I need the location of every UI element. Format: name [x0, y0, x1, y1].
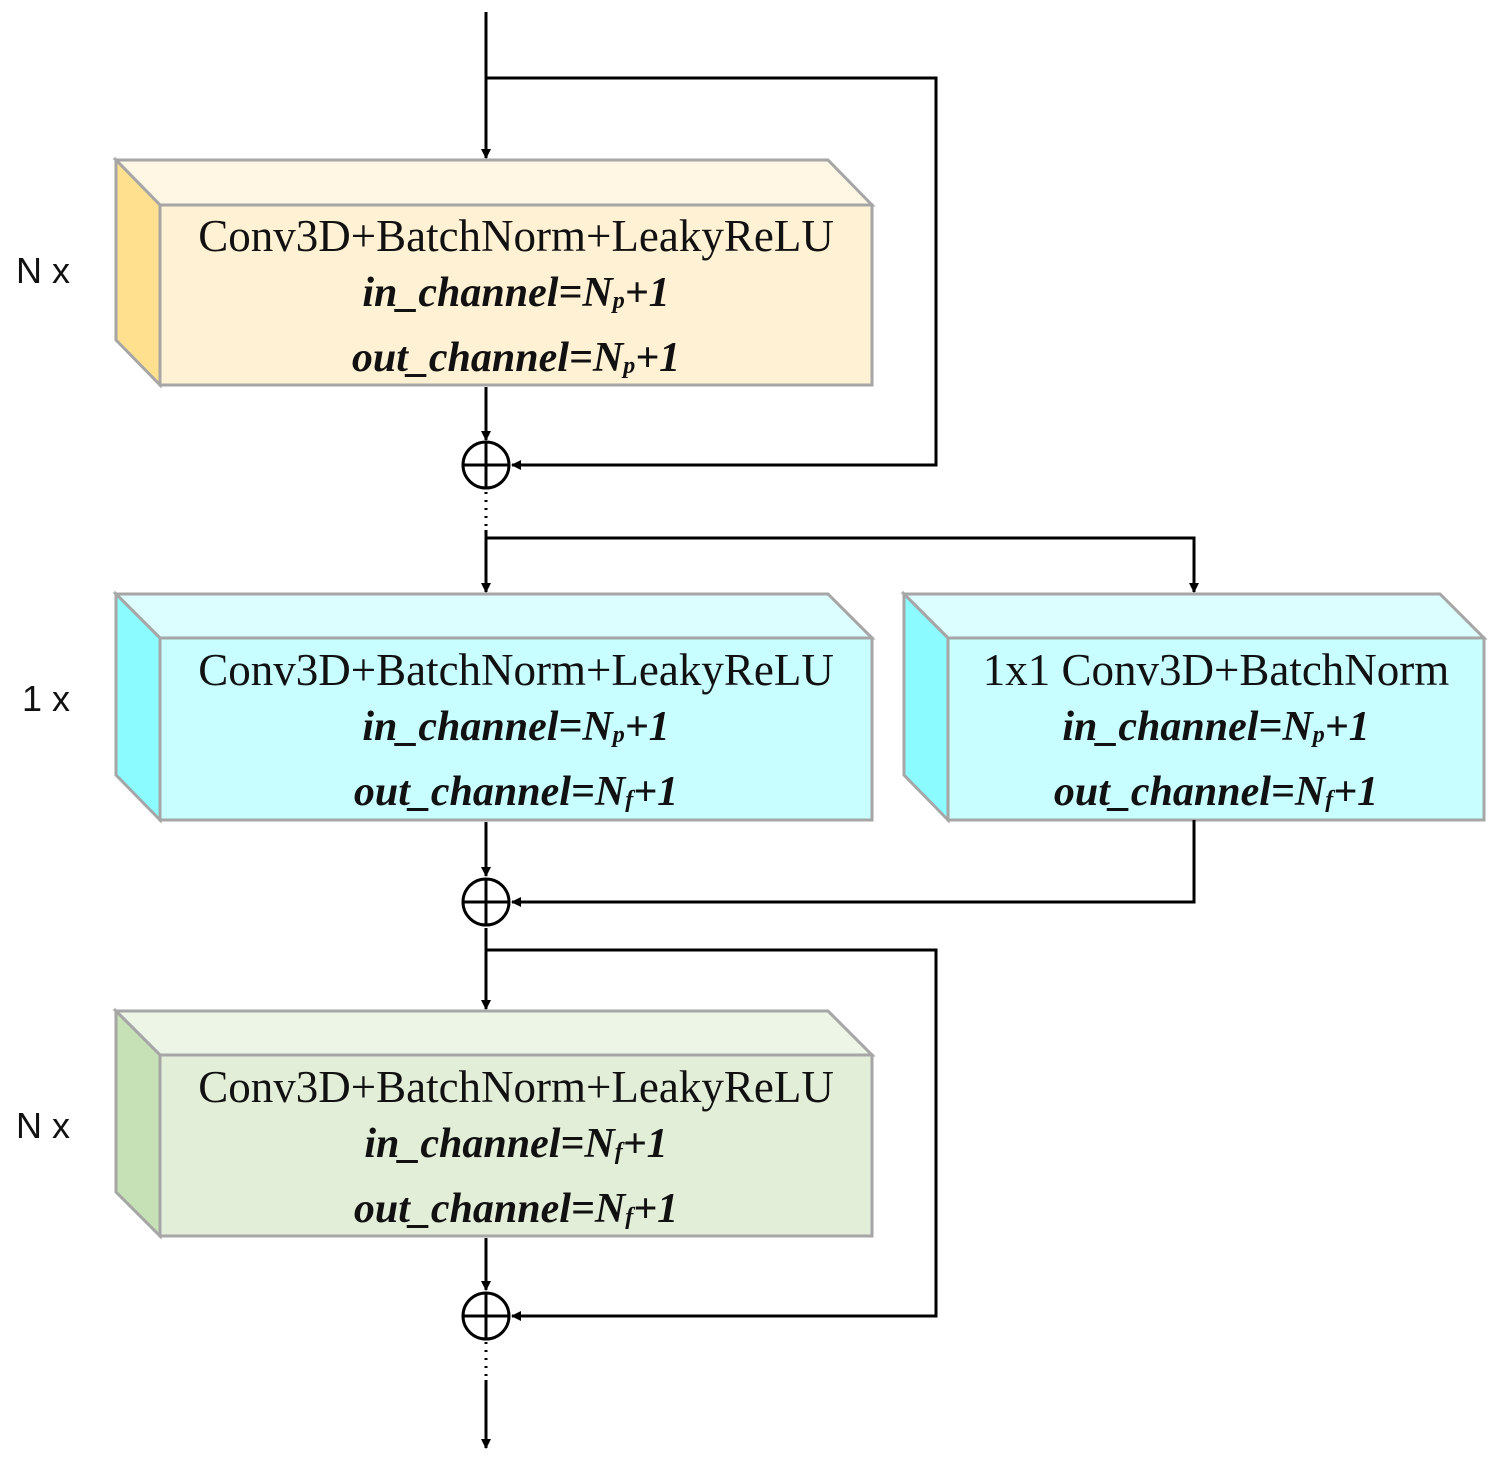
block-shortcut-text: 1x1 Conv3D+BatchNorm in_channel=Np+1 out… [948, 642, 1484, 829]
block-top-top-face [112, 158, 876, 207]
block-bottom-3d [112, 1007, 876, 1240]
block-bottom-title: Conv3D+BatchNorm+LeakyReLU [198, 1062, 834, 1112]
repeat-label-top: N x [16, 250, 70, 291]
block-shortcut-3d [900, 590, 1488, 824]
block-top-title: Conv3D+BatchNorm+LeakyReLU [198, 211, 834, 261]
block-top-out-channel: out_channel=Np+1 [351, 335, 681, 381]
block-bottom-out-channel: out_channel=Nf+1 [353, 1186, 679, 1232]
block-middle-text: Conv3D+BatchNorm+LeakyReLU in_channel=Np… [160, 642, 872, 829]
block-top-3d [112, 156, 876, 389]
block-shortcut-title: 1x1 Conv3D+BatchNorm [982, 645, 1450, 695]
block-top-in-channel: in_channel=Np+1 [362, 270, 670, 316]
block-bottom-top-face [112, 1009, 876, 1057]
block-bottom-text: Conv3D+BatchNorm+LeakyReLU in_channel=Nf… [160, 1059, 872, 1246]
block-middle-title: Conv3D+BatchNorm+LeakyReLU [198, 645, 834, 695]
connections [481, 12, 1199, 1449]
skip-line-top [486, 76, 938, 470]
block-bottom-front-face [158, 1053, 874, 1238]
sum-node-3 [461, 1291, 511, 1341]
block-shortcut-in-channel: in_channel=Np+1 [1062, 704, 1370, 750]
block-top-text: Conv3D+BatchNorm+LeakyReLU in_channel=Np… [160, 208, 872, 395]
block-middle-front-face [158, 636, 874, 822]
repeat-label-bottom: N x [16, 1105, 70, 1146]
block-shortcut-top-face [900, 592, 1488, 640]
split-branch-line [486, 536, 1199, 593]
repeat-label-middle: 1 x [22, 678, 71, 719]
block-shortcut-front-face [946, 636, 1486, 822]
block-middle-top-face [112, 592, 876, 640]
block-middle-3d [112, 590, 876, 824]
block-shortcut-out-channel: out_channel=Nf+1 [1053, 769, 1379, 815]
block-middle-out-channel: out_channel=Nf+1 [353, 769, 679, 815]
shortcut-output-line [511, 820, 1196, 907]
block-middle-in-channel: in_channel=Np+1 [362, 704, 670, 750]
block-bottom-in-channel: in_channel=Nf+1 [364, 1121, 668, 1167]
block-top-front-face [158, 203, 874, 387]
sum-node-1 [461, 440, 511, 490]
skip-line-bottom [486, 948, 938, 1321]
sum-node-2 [461, 877, 511, 927]
